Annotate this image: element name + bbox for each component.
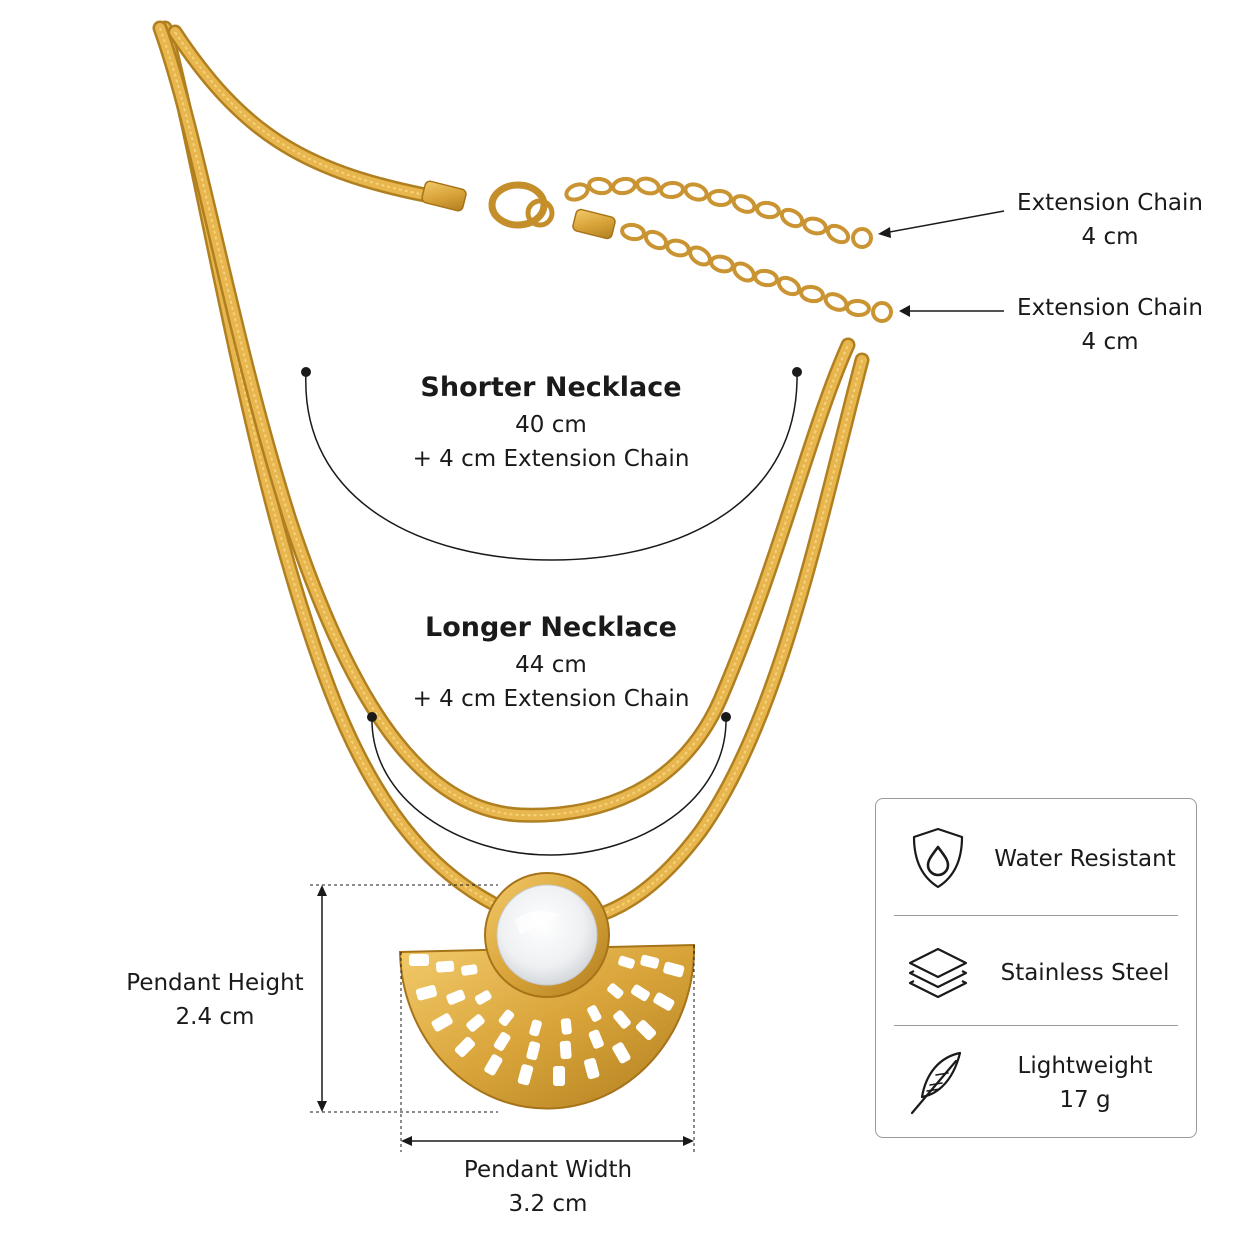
shorter-necklace-label: Shorter Necklace 40 cm + 4 cm Extension … [401,368,701,476]
feature-lightweight: Lightweight 17 g [876,1027,1196,1139]
longer-necklace-extension: + 4 cm Extension Chain [412,686,690,712]
longer-necklace-label: Longer Necklace 44 cm + 4 cm Extension C… [401,608,701,716]
feature-water-resistant-label: Water Resistant [994,846,1176,872]
feature-separator-2 [894,1025,1178,1026]
feature-separator-1 [894,915,1178,916]
feature-lightweight-detail: 17 g [1059,1087,1111,1113]
pendant-width-title: Pendant Width [463,1157,633,1183]
feature-stainless-steel: Stainless Steel [876,917,1196,1029]
extension-chain-1-label: Extension Chain 4 cm [1010,186,1210,254]
feature-lightweight-label: Lightweight [1017,1053,1153,1079]
shorter-necklace-title: Shorter Necklace [420,372,682,403]
pendant [398,872,696,1110]
longer-necklace-arc [367,712,731,856]
shorter-necklace-length: 40 cm [515,412,587,438]
shorter-necklace-extension: + 4 cm Extension Chain [412,446,690,472]
pendant-width-value: 3.2 cm [508,1191,588,1217]
features-card: Water Resistant Stainless Steel Lightwei… [875,798,1197,1138]
longer-necklace-length: 44 cm [515,652,587,678]
extension-arrow-1 [878,210,1005,238]
extension-chain-2-label: Extension Chain 4 cm [1010,291,1210,359]
shorter-necklace-arc [301,367,802,561]
layers-icon [908,947,968,999]
longer-necklace-title: Longer Necklace [425,612,677,643]
pendant-height-dimension [310,884,498,1113]
extension-arrow-2 [899,305,1004,317]
feature-stainless-steel-label: Stainless Steel [1000,960,1170,986]
water-drop-shield-icon [912,827,964,889]
chain-to-clasp [167,24,433,203]
extension-chain-1-value: 4 cm [1081,224,1139,250]
pendant-width-dimension [400,945,695,1152]
extension-chain-2 [620,222,893,323]
extension-chain-1 [564,176,873,249]
pendant-width-label: Pendant Width 3.2 cm [448,1153,648,1221]
shorter-necklace-chain [152,20,856,823]
extension-chain-2-title: Extension Chain [1017,295,1203,321]
feather-icon [910,1051,962,1115]
pendant-height-value: 2.4 cm [175,1004,255,1030]
pendant-height-title: Pendant Height [126,970,304,996]
extension-chain-2-value: 4 cm [1081,329,1139,355]
extension-chain-1-title: Extension Chain [1017,190,1203,216]
pendant-height-label: Pendant Height 2.4 cm [115,966,315,1034]
lobster-clasp [421,180,616,240]
feature-water-resistant: Water Resistant [876,803,1196,915]
